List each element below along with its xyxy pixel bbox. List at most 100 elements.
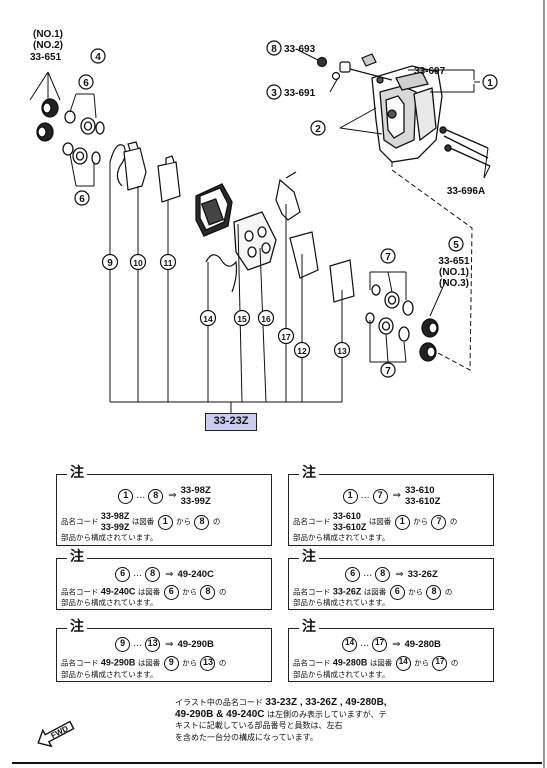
desc-tail: の — [449, 517, 458, 526]
note-title: 注 — [299, 619, 319, 635]
range-dots: … — [136, 490, 146, 501]
code: 49-290B — [100, 657, 136, 668]
code: 33-610Z — [405, 496, 441, 507]
illustration-note-line1: イラスト中の品名コード 33-23Z , 33-26Z , 49-280B, — [175, 697, 520, 709]
note-box-1-8: 注 1 … 8 ⇒ 33-98Z 33-99Z 品名コード 33-98Z 33-… — [56, 465, 272, 546]
desc-end: から — [182, 658, 198, 668]
note-range: 6 … 8 ⇒ 49-240C — [57, 567, 271, 582]
desc-tail: の — [218, 587, 227, 597]
callout-5: 5 — [453, 240, 459, 251]
illustration-note-line2: 49-290B & 49-240C は左側のみ表示していますが、テ — [175, 709, 520, 721]
desc-mid: は図番 — [369, 658, 393, 668]
illustration-note-line4: を含めた一台分の構成になっています。 — [175, 732, 318, 742]
desc-mid: は図番 — [137, 658, 161, 668]
desc-end: から — [414, 658, 430, 668]
note-desc-line1: 品名コード 33-610 33-610Z は図番 1 から 7 の — [293, 511, 489, 533]
pistons-upper-left — [36, 98, 105, 165]
range-from: 9 — [115, 637, 131, 652]
desc-from: 6 — [163, 585, 179, 600]
range-to: 8 — [148, 488, 164, 504]
callout-13: 13 — [337, 346, 347, 356]
note-title: 注 — [67, 465, 87, 481]
callout-14: 14 — [203, 314, 213, 324]
note-title: 注 — [299, 549, 319, 565]
range-dots: … — [360, 490, 370, 501]
note-range: 9 … 13 ⇒ 49-290B — [57, 637, 271, 652]
desc-from: 1 — [157, 514, 173, 530]
note-desc-line2: 部品から構成されています。 — [293, 533, 390, 542]
range-from: 6 — [345, 567, 361, 582]
desc-tail: の — [212, 517, 221, 526]
range-dots: … — [360, 639, 370, 650]
shim-10 — [123, 141, 147, 191]
code: 33-98Z — [100, 511, 130, 521]
range-from: 6 — [115, 567, 131, 582]
callout-3: 3 — [271, 88, 277, 99]
desc-prefix: 品名コード — [293, 658, 331, 668]
note-prefix: イラスト中の品名コード — [175, 698, 263, 707]
range-from: 1 — [118, 488, 134, 504]
range-arrow: ⇒ — [392, 490, 401, 502]
assembly-code-badge: 33-23Z — [205, 413, 257, 431]
range-codes: 33-98Z 33-99Z — [181, 485, 211, 507]
callout-9: 9 — [107, 258, 113, 269]
callout-17: 17 — [281, 332, 291, 342]
code: 33-99Z — [100, 522, 130, 532]
note-text: は左側のみ表示していますが、テ — [267, 709, 387, 719]
label-33-697: 33-697 — [414, 66, 446, 77]
range-arrow: ⇒ — [168, 490, 177, 502]
desc-from: 1 — [394, 514, 410, 530]
desc-prefix: 品名コード — [61, 517, 99, 526]
label-33-651-left: 33-651 — [30, 52, 62, 63]
range-arrow: ⇒ — [392, 638, 401, 650]
dashed-assembly-line — [391, 162, 473, 371]
note-desc-line1: 品名コード 49-290B は図番 9 から 13 の — [61, 656, 267, 671]
note-desc-line2: 部品から構成されています。 — [293, 670, 390, 679]
note-range: 14 … 17 ⇒ 49-280B — [289, 637, 493, 652]
desc-to: 7 — [431, 514, 447, 530]
desc-to: 8 — [200, 585, 216, 600]
note-title: 注 — [67, 549, 87, 565]
callout-12: 12 — [297, 346, 307, 356]
desc-prefix: 品名コード — [293, 517, 331, 526]
brake-pad-inner — [233, 211, 277, 271]
note-codes: 33-23Z , 33-26Z , 49-280B, — [265, 697, 387, 708]
footer-rule — [12, 762, 542, 764]
range-dots: … — [133, 569, 143, 580]
note-title: 注 — [299, 465, 319, 481]
code: 33-26Z — [332, 586, 362, 597]
range-to: 8 — [375, 567, 391, 582]
desc-prefix: 品名コード — [293, 587, 331, 597]
range-dots: … — [363, 569, 373, 580]
note-codes: 49-290B & 49-240C — [175, 708, 265, 720]
note-box-6-8-49-240c: 注 6 … 8 ⇒ 49-240C 品名コード 49-240C は図番 6 から… — [56, 549, 272, 610]
caliper-bolts — [439, 126, 491, 167]
callout-6-upper: 6 — [83, 78, 89, 89]
illustration-note-line3: キストに記載している部品番号と員数は、左右 — [175, 721, 343, 730]
brake-pad-outer — [195, 183, 233, 237]
shim-11 — [157, 155, 181, 203]
desc-from: 6 — [389, 585, 405, 600]
desc-codes: 33-98Z 33-99Z — [101, 511, 130, 533]
callout-10: 10 — [133, 258, 143, 268]
note-desc-line1: 品名コード 49-280B は図番 14 から 17 の — [293, 656, 489, 671]
desc-from: 14 — [395, 656, 411, 671]
desc-prefix: 品名コード — [61, 587, 99, 597]
note-range: 1 … 8 ⇒ 33-98Z 33-99Z — [57, 485, 271, 507]
desc-from: 9 — [163, 656, 179, 671]
desc-end: から — [408, 587, 424, 597]
shim-13 — [329, 259, 355, 303]
code: 33-610 — [405, 485, 435, 496]
code: 33-610Z — [332, 522, 367, 532]
desc-to: 13 — [200, 656, 216, 671]
range-code: 49-290B — [177, 639, 214, 650]
desc-tail: の — [218, 658, 227, 668]
code: 33-99Z — [180, 496, 211, 507]
callout-8: 8 — [271, 44, 277, 55]
fwd-arrow-icon: FWD — [37, 720, 75, 748]
desc-to: 17 — [432, 656, 448, 671]
desc-prefix: 品名コード — [61, 658, 99, 668]
desc-tail: の — [444, 587, 453, 597]
callout-15: 15 — [237, 314, 247, 324]
label-33-651-right: 33-651 — [438, 256, 470, 267]
